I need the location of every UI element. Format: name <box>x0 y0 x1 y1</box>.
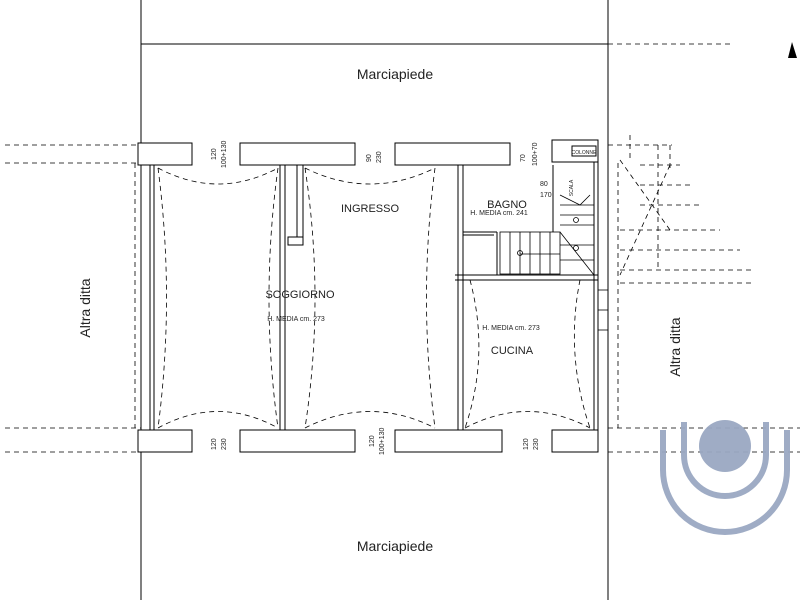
dim-top-win1-b: 100+130 <box>221 140 228 168</box>
dimension-labels: 120 100+130 90 230 70 100+70 80 170 120 … <box>211 140 552 455</box>
street-label-top: Marciapiede <box>357 66 433 82</box>
left-neighbor-lines <box>5 144 141 453</box>
right-neighbor-lines <box>608 135 800 453</box>
agency-logo <box>660 420 790 535</box>
dim-bottom-win1-b: 230 <box>221 438 228 450</box>
dim-bagno-a: 80 <box>540 181 548 188</box>
dim-bagno-b: 170 <box>540 192 552 199</box>
vault-lines <box>157 167 591 429</box>
dim-bottom-win2-a: 120 <box>369 435 376 447</box>
building-walls <box>137 139 608 453</box>
dim-top-win2-a: 70 <box>520 154 527 162</box>
dim-bottom-win3-b: 230 <box>533 438 540 450</box>
room-label-ingresso: INGRESSO <box>341 203 400 215</box>
room-label-cucina: CUCINA <box>491 345 534 357</box>
dim-bottom-win1-a: 120 <box>211 438 218 450</box>
room-height-soggiorno: H. MEDIA cm. 273 <box>267 316 325 323</box>
corner-box-label: COLONNE <box>572 150 597 156</box>
dim-bottom-win3-a: 120 <box>523 438 530 450</box>
room-height-cucina: H. MEDIA cm. 273 <box>482 325 540 332</box>
street-label-bottom: Marciapiede <box>357 538 433 554</box>
stair-label: SCALA <box>569 179 575 196</box>
dim-top-door-b: 230 <box>376 151 383 163</box>
dim-bottom-win2-b: 100+130 <box>379 427 386 455</box>
north-arrow-icon <box>788 42 797 58</box>
room-label-soggiorno: SOGGIORNO <box>265 289 335 301</box>
room-label-bagno: BAGNO <box>487 199 527 211</box>
dim-top-door-a: 90 <box>366 154 373 162</box>
dim-top-win2-b: 100+70 <box>532 142 539 166</box>
neighbor-label-left: Altra ditta <box>77 278 93 337</box>
dim-top-win1-a: 120 <box>211 148 218 160</box>
neighbor-label-right: Altra ditta <box>667 317 683 376</box>
room-height-bagno: H. MEDIA cm. 241 <box>470 210 528 217</box>
